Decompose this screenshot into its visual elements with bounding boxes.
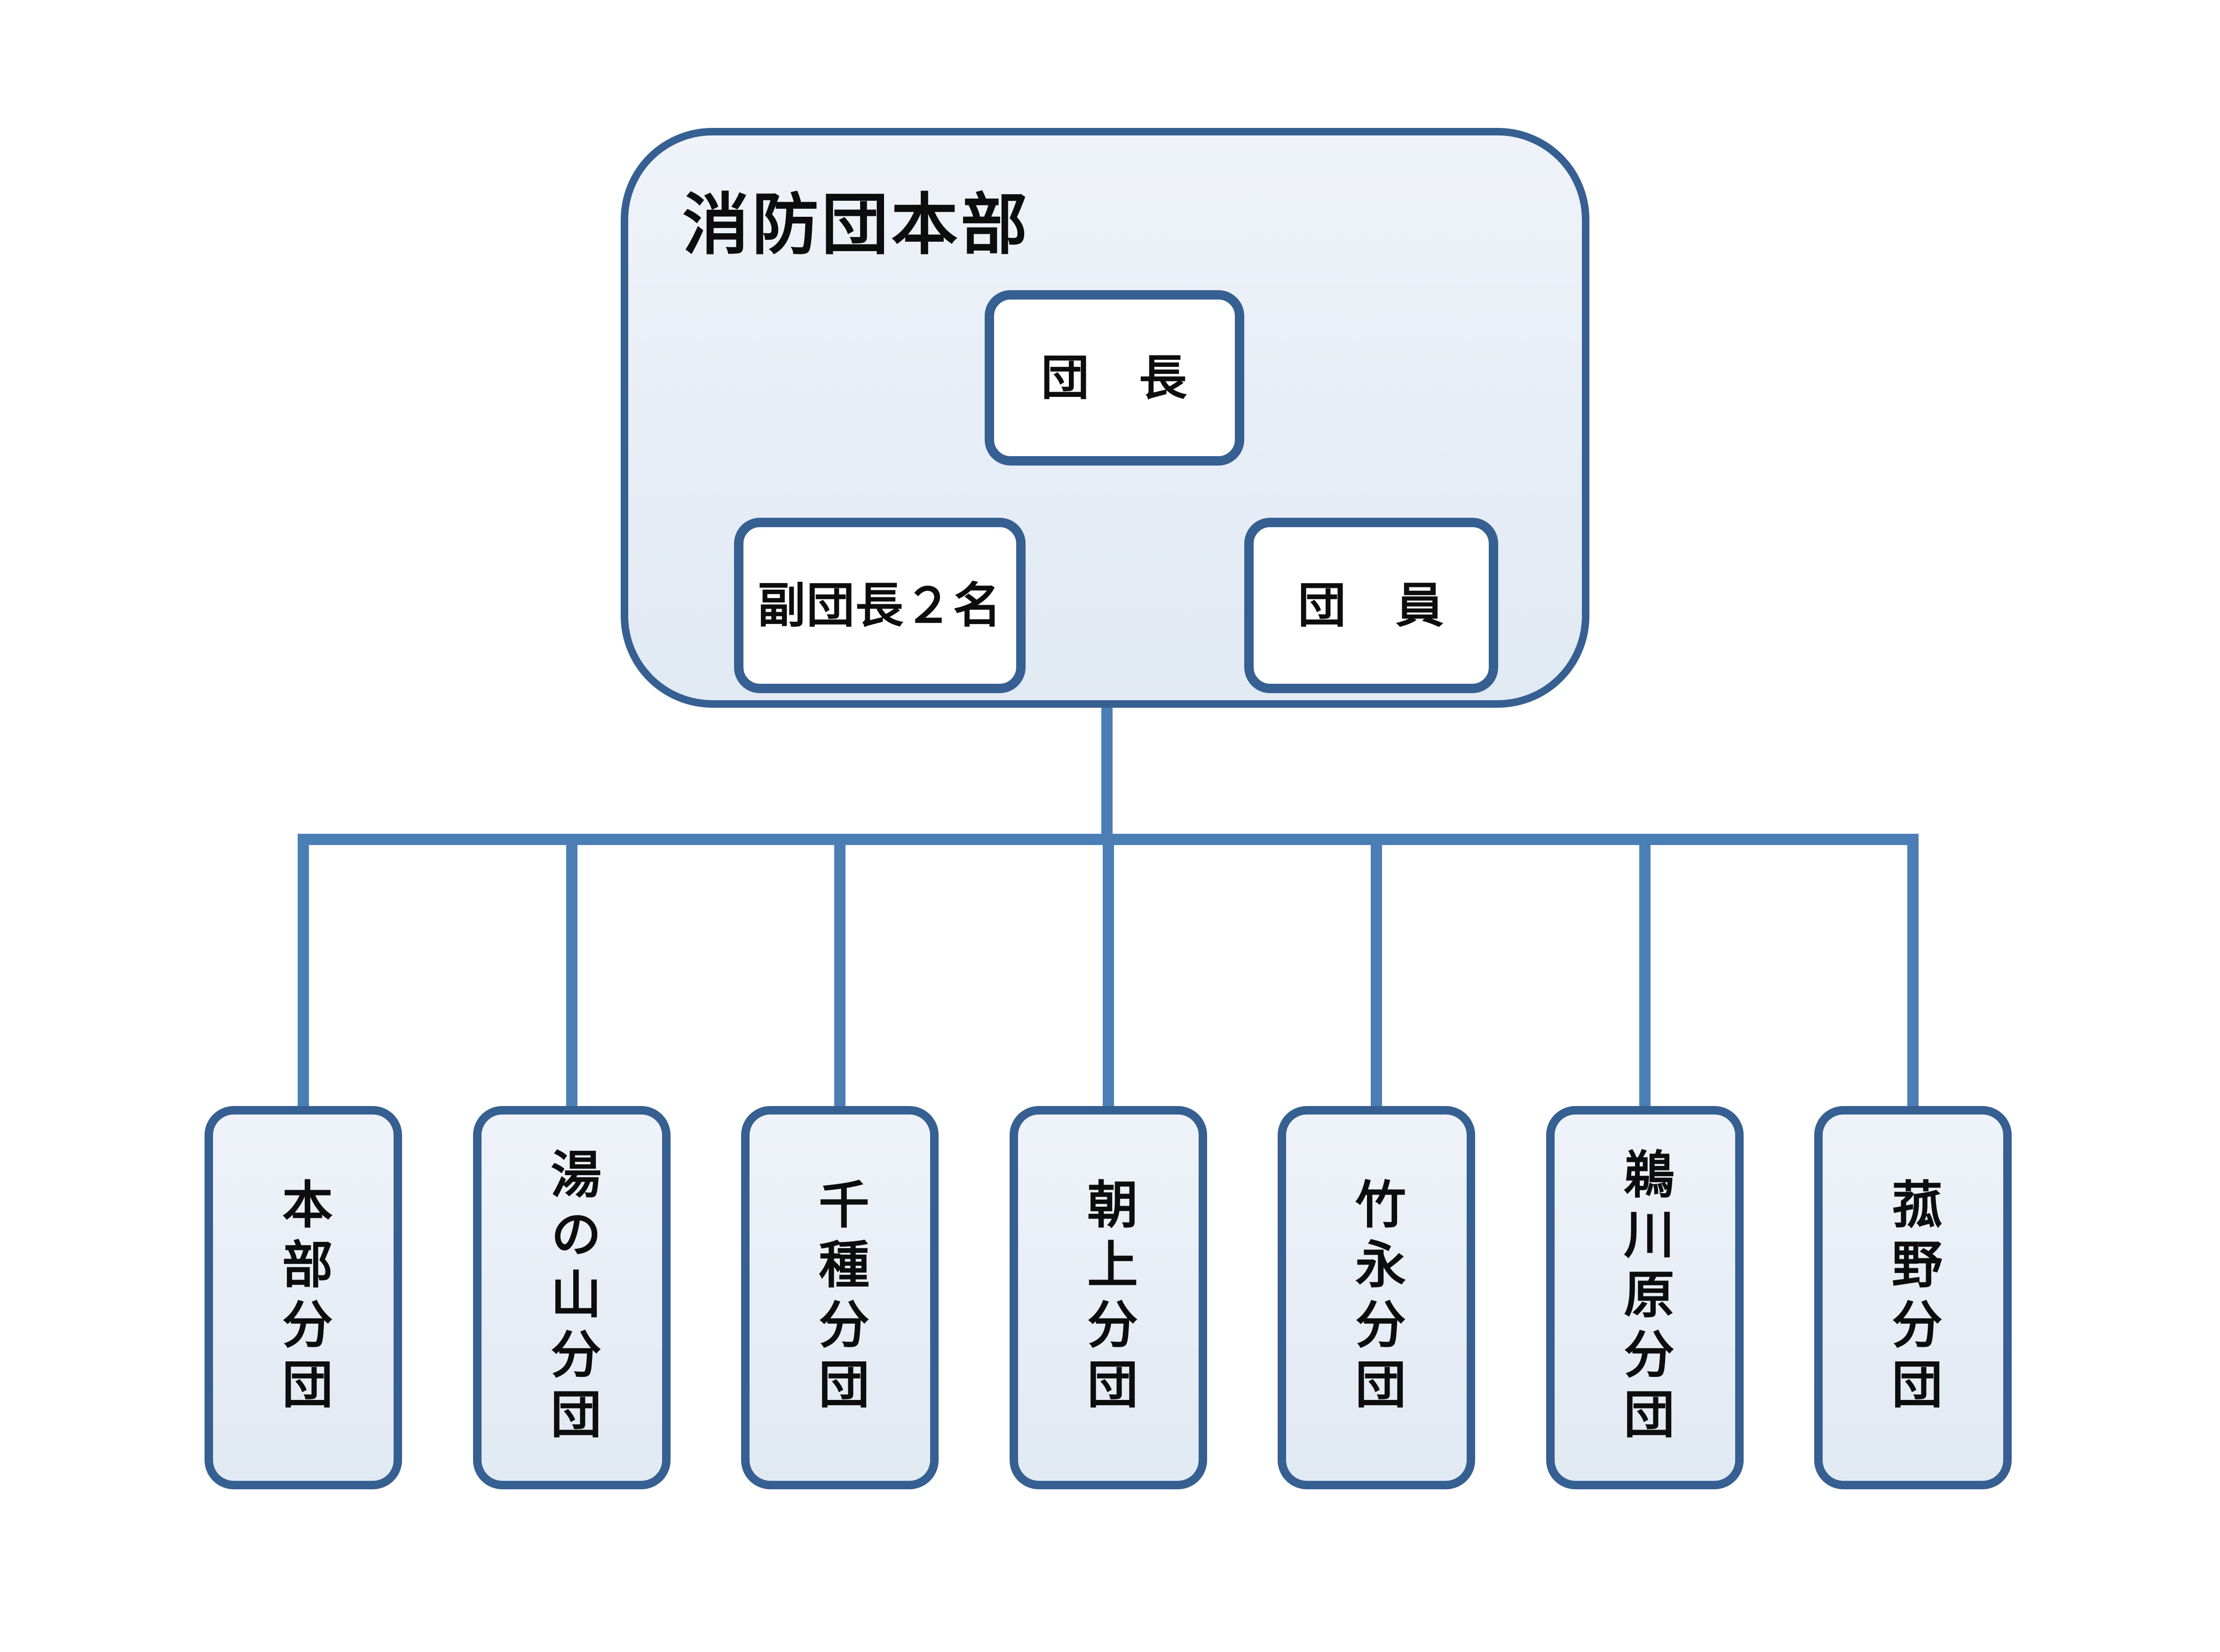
role-box-member: 団 員 — [1244, 518, 1498, 693]
branch-box-1: 本部分団 — [205, 1106, 402, 1489]
branch-label: 湯の山分団 — [544, 1147, 600, 1448]
role-box-vice-chief: 副団長２名 — [734, 518, 1026, 693]
branch-drop-line-6 — [1639, 839, 1651, 1117]
branch-box-2: 湯の山分団 — [473, 1106, 671, 1489]
branch-box-7: 菰野分団 — [1814, 1106, 2012, 1489]
branch-box-4: 朝上分団 — [1010, 1106, 1207, 1489]
branch-drop-line-5 — [1371, 839, 1382, 1117]
hq-title: 消防団本部 — [682, 188, 1030, 262]
branch-drop-line-1 — [298, 839, 309, 1117]
hq-to-bus-connector-line — [1101, 703, 1113, 845]
hq-box: 消防団本部 団 長 副団長２名 団 員 — [621, 128, 1589, 708]
branch-label: 千種分団 — [812, 1178, 869, 1418]
branch-label: 菰野分団 — [1885, 1178, 1942, 1418]
branch-label: 本部分団 — [275, 1178, 332, 1418]
branch-box-6: 鵜川原分団 — [1546, 1106, 1744, 1489]
role-label-chief: 団 長 — [1041, 351, 1188, 405]
branch-box-5: 竹永分団 — [1278, 1106, 1475, 1489]
role-box-chief: 団 長 — [985, 290, 1244, 466]
branch-drop-line-3 — [834, 839, 845, 1117]
branch-drop-line-2 — [566, 839, 577, 1117]
branch-box-3: 千種分団 — [741, 1106, 939, 1489]
branch-label: 鵜川原分団 — [1617, 1147, 1674, 1448]
branch-label: 竹永分団 — [1348, 1178, 1405, 1418]
branch-drop-line-7 — [1907, 839, 1919, 1117]
branch-drop-line-4 — [1103, 839, 1114, 1117]
role-label-vice-chief: 副団長２名 — [758, 578, 1002, 632]
role-label-member: 団 員 — [1298, 578, 1445, 632]
branch-label: 朝上分団 — [1080, 1178, 1137, 1418]
